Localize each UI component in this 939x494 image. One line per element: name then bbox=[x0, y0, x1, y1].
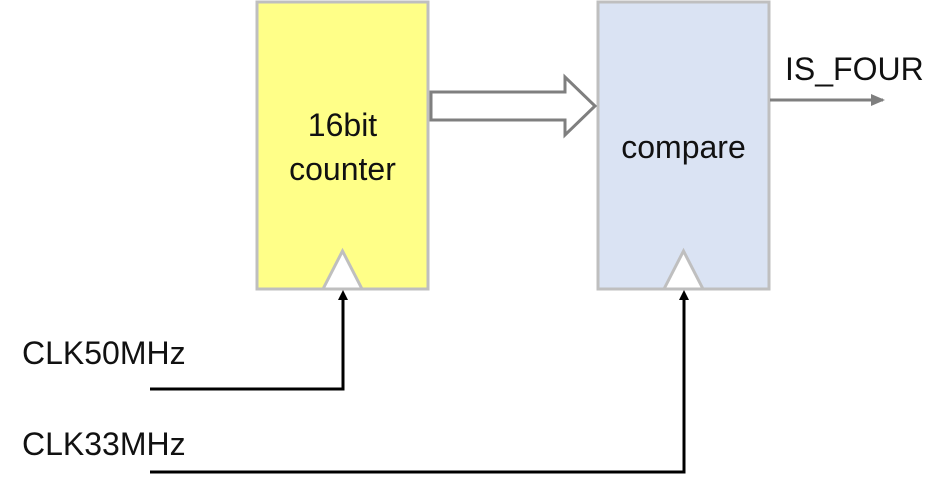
output-signal-label: IS_FOUR bbox=[785, 51, 924, 87]
counter-label-line1: 16bit bbox=[308, 107, 378, 143]
compare-block-box bbox=[596, 0, 771, 291]
counter-clock-triangle bbox=[320, 247, 365, 291]
compare-label: compare bbox=[621, 129, 746, 165]
clk50-label: CLK50MHz bbox=[22, 335, 186, 371]
compare-clock-triangle bbox=[661, 247, 706, 291]
bus-arrow bbox=[429, 73, 598, 139]
counter-label-line2: counter bbox=[289, 151, 396, 187]
counter-block: 16bit counter bbox=[255, 0, 430, 291]
clk50-wire bbox=[150, 290, 348, 391]
compare-block: compare bbox=[596, 0, 771, 291]
clk33-label: CLK33MHz bbox=[22, 426, 186, 462]
counter-block-box bbox=[255, 0, 430, 291]
clk33-wire bbox=[150, 290, 689, 474]
